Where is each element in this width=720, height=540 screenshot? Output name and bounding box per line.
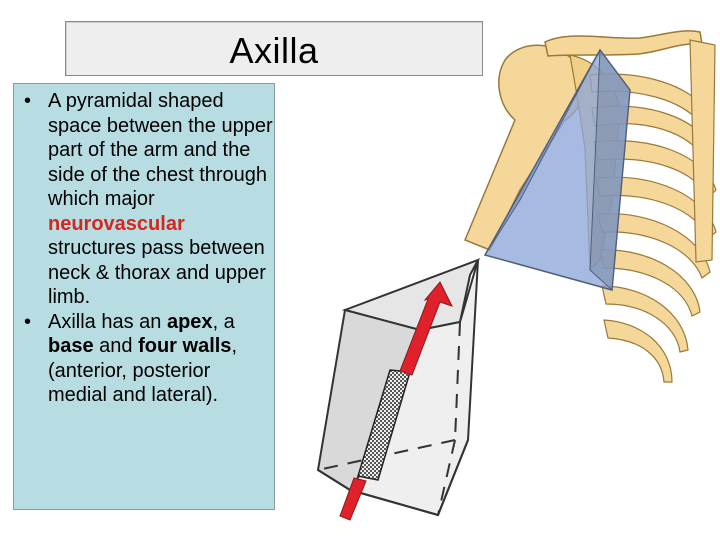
neurovascular-highlight: neurovascular [48,212,185,235]
bullet-dot: • [24,90,32,112]
four-walls-term: four walls [138,335,232,357]
pyramid-medial-wall [589,48,631,292]
bullet-item-parts: • Axilla has an apex, a base and four wa… [24,310,274,408]
clavicle-bone [544,30,703,57]
title-box: Axilla [65,21,483,76]
bullet-text: structures pass between neck & thorax an… [48,237,266,308]
neurovascular-arrow-lower [339,477,367,521]
bullet-item-definition: • A pyramidal shaped space between the u… [24,89,274,310]
schematic-pyramid [316,258,481,521]
neurovascular-arrow-upper [399,281,453,376]
bullet-text: Axilla has an [48,310,167,333]
bullet-text: and [93,335,139,357]
pyramid-hidden-edges [317,321,461,516]
bullet-text: , (anterior, posterior medial and latera… [48,335,237,406]
base-term: base [48,335,94,357]
pyramid-posterior-wall [484,49,601,256]
bullet-list: • A pyramidal shaped space between the u… [24,89,274,408]
bullet-text: A pyramidal shaped space between the upp… [48,90,273,210]
bullet-dot: • [24,310,32,333]
shoulder-skeleton-illustration [464,30,717,383]
axilla-diagram [316,30,717,521]
bullet-text-panel: • A pyramidal shaped space between the u… [13,83,275,510]
slide-title: Axilla [229,30,319,71]
apex-term: apex [166,310,213,333]
bullet-text: , a [212,310,235,333]
pyramid-base-outline [317,439,469,517]
sternum-bone [689,39,716,263]
